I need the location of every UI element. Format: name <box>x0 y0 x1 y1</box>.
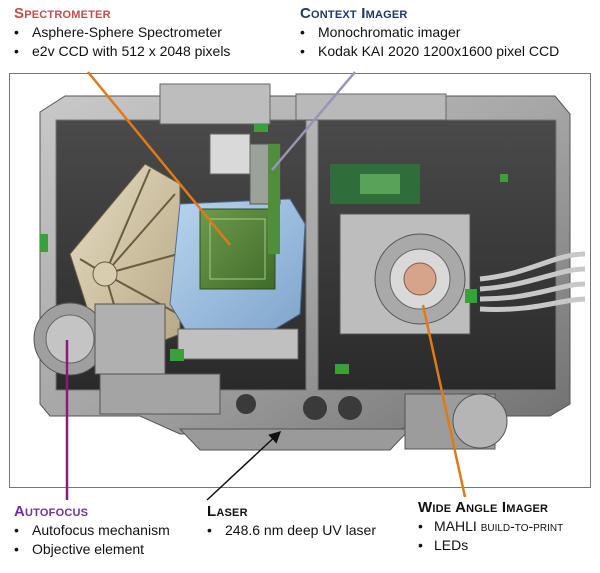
bullet: • <box>300 43 305 59</box>
bullet: • <box>300 24 305 40</box>
laser-callout: Laser • 248.6 nm deep UV laser <box>207 502 376 540</box>
instrument-render <box>9 73 591 488</box>
context-imager-item: Monochromatic imager <box>318 24 461 40</box>
wide-angle-imager-pointer <box>421 304 467 498</box>
bullet: • <box>418 537 423 553</box>
context-imager-body <box>209 133 281 254</box>
list-item: • Monochromatic imager <box>300 23 559 42</box>
wide-angle-imager-item: LEDs <box>434 537 469 553</box>
build-to-print-text: build-to-print <box>480 518 564 534</box>
context-imager-pointer <box>271 71 356 171</box>
spectrometer-pointer <box>87 71 231 246</box>
bullet: • <box>14 43 19 59</box>
list-item: • 248.6 nm deep UV laser <box>207 521 376 540</box>
laser-title: Laser <box>207 503 248 520</box>
wide-angle-imager-item: MAHLI build-to-print <box>434 517 563 536</box>
green-connectors <box>40 124 508 374</box>
list-item: • Autofocus mechanism <box>14 521 170 540</box>
bullet: • <box>14 24 19 40</box>
context-imager-callout: Context Imager • Monochromatic imager • … <box>300 4 559 61</box>
autofocus-title: Autofocus <box>14 503 89 520</box>
list-item: • Asphere-Sphere Spectrometer <box>14 23 230 42</box>
laser-pointer <box>206 430 282 501</box>
list-item: • e2v CCD with 512 x 2048 pixels <box>14 42 230 61</box>
spectrometer-item: e2v CCD with 512 x 2048 pixels <box>32 43 231 59</box>
context-imager-item: Kodak KAI 2020 1200x1600 pixel CCD <box>318 43 560 59</box>
wide-angle-imager-title: Wide Angle Imager <box>418 499 549 516</box>
list-item: • Objective element <box>14 540 170 559</box>
laser-item: 248.6 nm deep UV laser <box>225 522 376 538</box>
bullet: • <box>14 541 19 557</box>
list-item: • LEDs <box>418 536 563 555</box>
mahli-text: MAHLI <box>434 518 481 534</box>
bullet: • <box>14 522 19 538</box>
list-item: • MAHLI build-to-print <box>418 517 563 536</box>
bullet: • <box>418 518 423 534</box>
autofocus-item: Autofocus mechanism <box>32 522 170 538</box>
context-imager-title: Context Imager <box>300 5 408 22</box>
wide-angle-imager-callout: Wide Angle Imager • MAHLI build-to-print… <box>418 498 563 555</box>
wide-angle-imager-assembly <box>330 164 586 335</box>
list-item: • Kodak KAI 2020 1200x1600 pixel CCD <box>300 42 559 61</box>
autofocus-callout: Autofocus • Autofocus mechanism • Object… <box>14 502 170 559</box>
autofocus-assembly <box>33 302 221 415</box>
spectrometer-item: Asphere-Sphere Spectrometer <box>32 24 222 40</box>
wai-lower-lens <box>404 393 508 450</box>
autofocus-item: Objective element <box>32 541 145 557</box>
bullet: • <box>207 522 212 538</box>
spectrometer-callout: Spectrometer • Asphere-Sphere Spectromet… <box>14 4 230 61</box>
instrument-render-graphic <box>33 83 586 451</box>
spectrometer-title: Spectrometer <box>14 5 111 22</box>
